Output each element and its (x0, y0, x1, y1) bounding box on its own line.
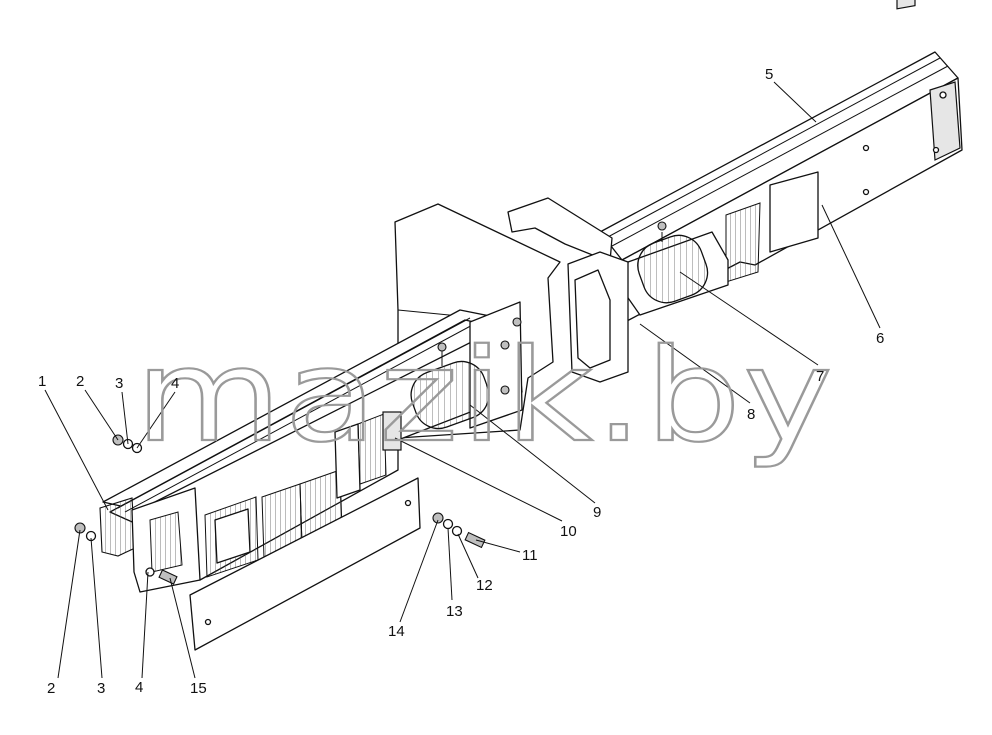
left-lamp-lens (382, 342, 490, 451)
callout-13: 13 (446, 603, 463, 620)
callout-1: 1 (38, 373, 46, 390)
callout-10: 10 (560, 523, 577, 540)
callout-3-top: 3 (115, 375, 123, 392)
callout-12: 12 (476, 577, 493, 594)
callout-14: 14 (388, 623, 405, 640)
right-lamp (625, 221, 729, 316)
callout-4-top: 4 (171, 375, 179, 392)
callout-6: 6 (876, 330, 884, 347)
callout-5: 5 (765, 66, 773, 83)
mount-bracket (507, 197, 629, 383)
callout-3-bottom: 3 (97, 680, 105, 697)
callout-7: 7 (816, 368, 824, 385)
fasteners-right (432, 512, 486, 549)
callout-9: 9 (593, 504, 601, 521)
leader-lines (44, 81, 881, 679)
callout-4-bottom: 4 (135, 679, 143, 696)
callout-2-top: 2 (76, 373, 84, 390)
callout-8: 8 (747, 406, 755, 423)
callout-labels: 1 2 3 4 2 3 4 15 5 6 7 8 9 10 11 12 13 1… (38, 66, 884, 697)
watermark-text: mazik.by (135, 322, 835, 471)
callout-11: 11 (522, 547, 538, 564)
callout-2-bottom: 2 (47, 680, 55, 697)
callout-15: 15 (190, 680, 207, 697)
fasteners-left (74, 434, 178, 585)
